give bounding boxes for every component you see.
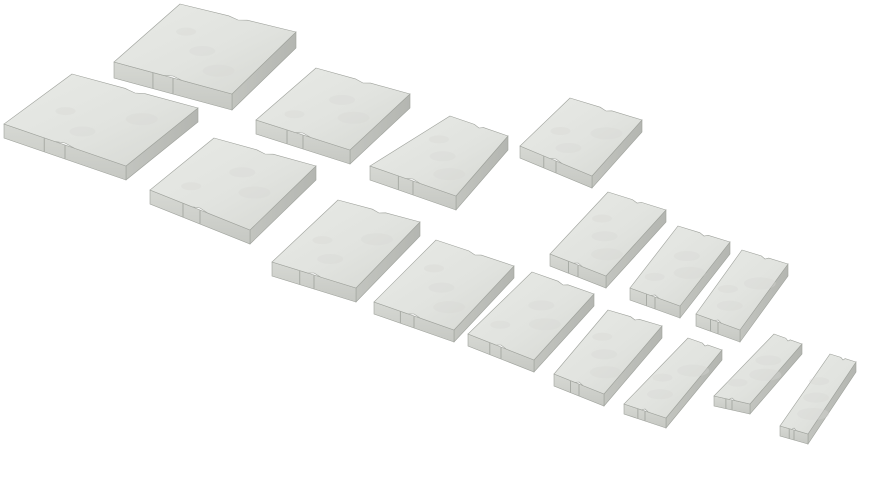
paver-texture [717,284,738,293]
paver-texture [749,368,782,381]
paver-top-face [255,67,411,151]
paver-texture [69,126,96,137]
paver-top-face [779,353,857,435]
paver-texture [590,127,623,140]
paver-texture [181,182,202,191]
paver-texture [202,64,235,77]
paver-block [779,353,857,445]
paver-texture [189,46,216,56]
paver-texture [433,301,466,314]
paver-texture [238,186,271,199]
paver-texture [809,377,830,386]
paver-top-face [149,137,317,231]
paver-top-face [373,239,515,331]
paver-texture [229,167,256,178]
paver-block [623,337,723,429]
paver-block [519,97,643,189]
paver-top-face [271,199,421,289]
paver-texture [317,254,344,264]
paver-texture [360,233,393,246]
paver-texture [716,300,743,311]
paver-block [149,137,317,245]
paver-texture [284,110,305,119]
paver-texture [423,264,444,273]
paver-top-face [113,3,297,95]
paver-block [271,199,421,303]
paver-top-face [695,249,789,331]
paver-texture [797,408,830,420]
paver-block [713,333,803,415]
paver-texture [644,272,665,281]
paver-texture [329,94,355,105]
paver-texture [592,214,613,223]
paver-texture [743,277,776,290]
paver-texture [125,113,158,126]
paver-texture [490,320,511,329]
paver-texture [428,282,455,293]
paver-block [3,73,199,181]
paver-texture [429,151,456,162]
paver-texture [312,236,333,245]
paver-texture [176,27,197,36]
paver-texture [550,127,571,135]
paver-top-face [467,271,595,361]
paver-block [255,67,411,165]
paver-texture [727,378,748,387]
paver-texture [803,392,830,403]
paver-texture [428,135,449,144]
paver-texture [591,231,618,242]
paver-top-face [553,309,663,395]
paver-texture [528,300,555,311]
paver-texture [555,143,582,153]
paver-texture [433,168,466,181]
paver-block [553,309,663,407]
paver-top-face [369,115,509,197]
paver-texture [673,251,700,262]
paver-texture [590,248,623,261]
paver-block [113,3,297,111]
paver-top-face [3,73,199,167]
paver-top-face [713,333,803,405]
paver-top-face [519,97,643,177]
paver-texture [652,373,673,382]
paver-block [369,115,509,211]
paver-top-face [549,191,667,277]
paver-texture [337,111,370,124]
paver-texture [673,266,706,279]
paver-texture [647,389,673,400]
paver-texture [677,364,710,377]
paver-block [373,239,515,343]
paver-block [629,225,731,319]
paver-top-face [629,225,731,307]
paver-block [549,191,667,289]
paver-texture [528,318,561,331]
paver-block [695,249,789,343]
paver-texture [55,107,76,116]
paver-texture [589,366,622,379]
paver-texture [592,332,613,341]
paver-block [467,271,595,373]
paver-texture [591,349,618,360]
paver-texture [755,355,782,366]
paver-top-face [623,337,723,419]
